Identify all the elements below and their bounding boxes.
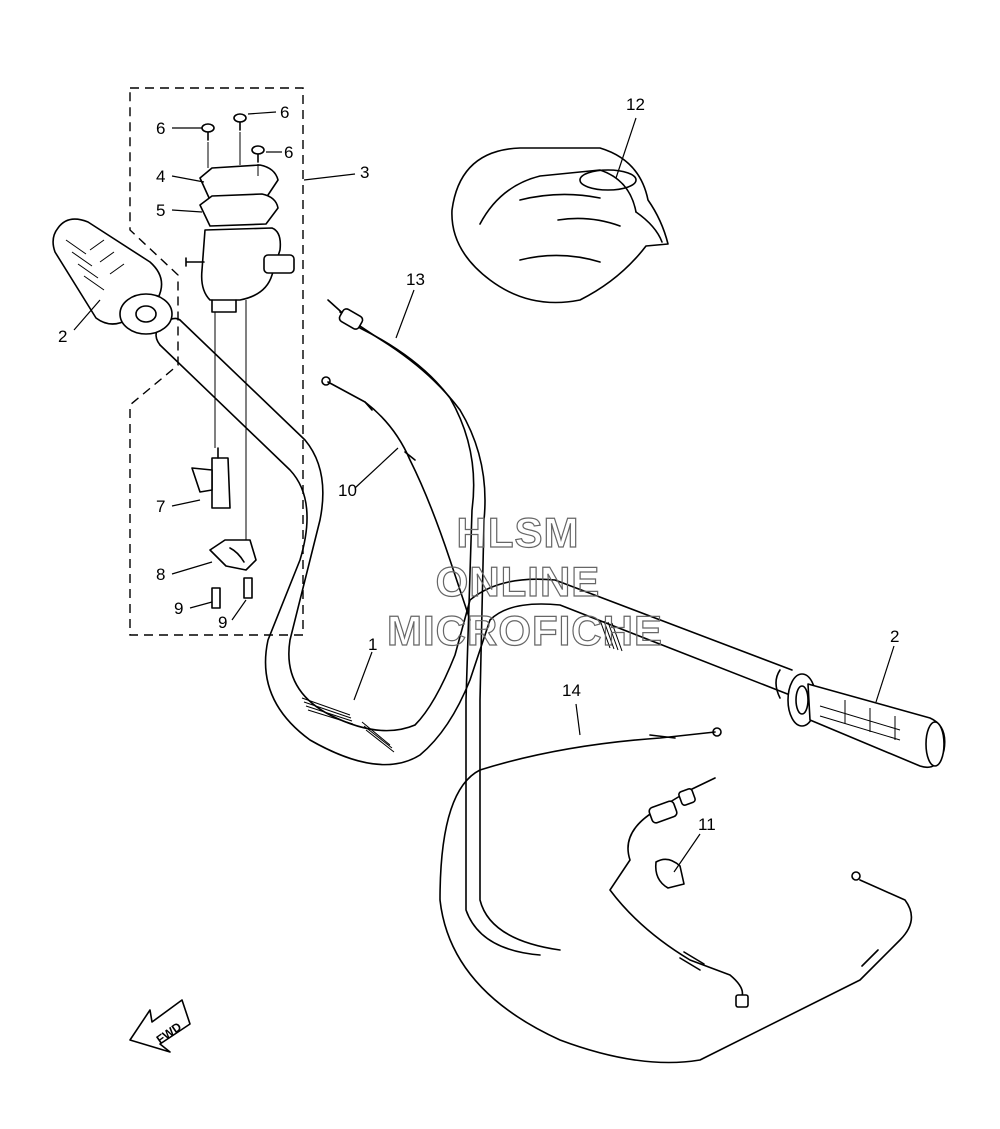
clamp-bolts[interactable] [211, 577, 253, 609]
callout-3: 3 [360, 163, 369, 182]
callout-6-b: 6 [280, 103, 289, 122]
handlebar-cover[interactable] [451, 147, 669, 304]
choke-cable[interactable] [321, 376, 471, 621]
callout-2-left: 2 [58, 327, 67, 346]
leader-lines [73, 111, 895, 873]
callout-6-c: 6 [284, 143, 293, 162]
callout-10: 10 [338, 481, 357, 500]
callout-14: 14 [562, 681, 581, 700]
throttle-lever[interactable] [191, 447, 231, 509]
callout-6-a: 6 [156, 119, 165, 138]
callout-4: 4 [156, 167, 165, 186]
watermark-line-1: HLSM [457, 509, 580, 556]
watermark-line-3: MICROFICHE [387, 607, 663, 654]
callout-13: 13 [406, 270, 425, 289]
callout-11: 11 [698, 815, 716, 834]
cable-with-adjuster[interactable] [609, 777, 749, 1008]
callout-numbers: 1 2 2 3 4 5 6 6 6 7 8 9 9 10 11 12 13 14 [58, 95, 899, 834]
callout-7: 7 [156, 497, 165, 516]
fwd-arrow-icon [129, 999, 191, 1053]
handlebar[interactable] [155, 317, 793, 766]
fwd-arrow: FWD [129, 999, 191, 1053]
right-grip[interactable] [787, 673, 946, 769]
callout-12: 12 [626, 95, 645, 114]
callout-8: 8 [156, 565, 165, 584]
left-grip[interactable] [52, 218, 173, 335]
assembly-guide-lines [214, 300, 247, 540]
callout-1: 1 [368, 635, 377, 654]
throttle-cable[interactable] [327, 299, 561, 956]
cover-gasket[interactable] [199, 193, 279, 227]
cover-screws[interactable] [201, 113, 265, 176]
clamp-bracket[interactable] [209, 539, 257, 571]
brake-cable[interactable] [439, 727, 913, 1064]
callout-9-b: 9 [218, 613, 227, 632]
watermark: HLSM ONLINE MICROFICHE [386, 508, 663, 654]
callout-5: 5 [156, 201, 165, 220]
watermark-line-2: ONLINE [436, 558, 601, 605]
callout-2-right: 2 [890, 627, 899, 646]
throttle-housing[interactable] [185, 227, 295, 313]
callout-9-a: 9 [174, 599, 183, 618]
